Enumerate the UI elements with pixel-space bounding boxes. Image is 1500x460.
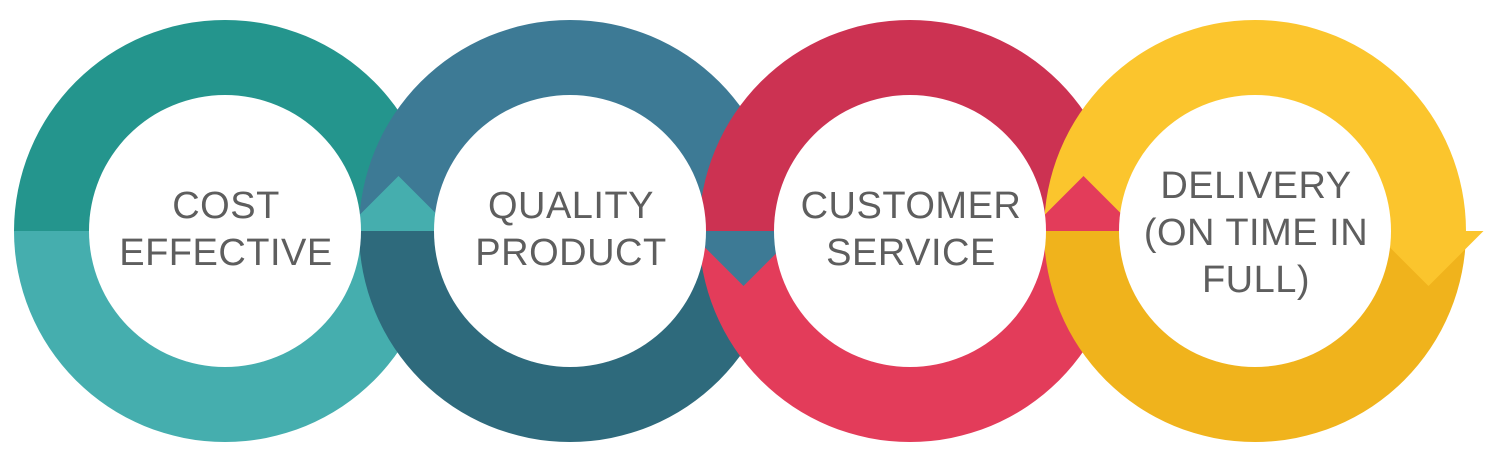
arrow-down-icon <box>688 231 799 286</box>
arrow-up-icon <box>343 176 454 231</box>
arrow-down-icon <box>1373 231 1484 286</box>
ring-center-quality <box>434 95 706 367</box>
ring-center-cost <box>89 95 361 367</box>
arrow-up-icon <box>1028 176 1139 231</box>
ring-center-delivery <box>1119 95 1391 367</box>
ring-center-customer <box>774 95 1046 367</box>
